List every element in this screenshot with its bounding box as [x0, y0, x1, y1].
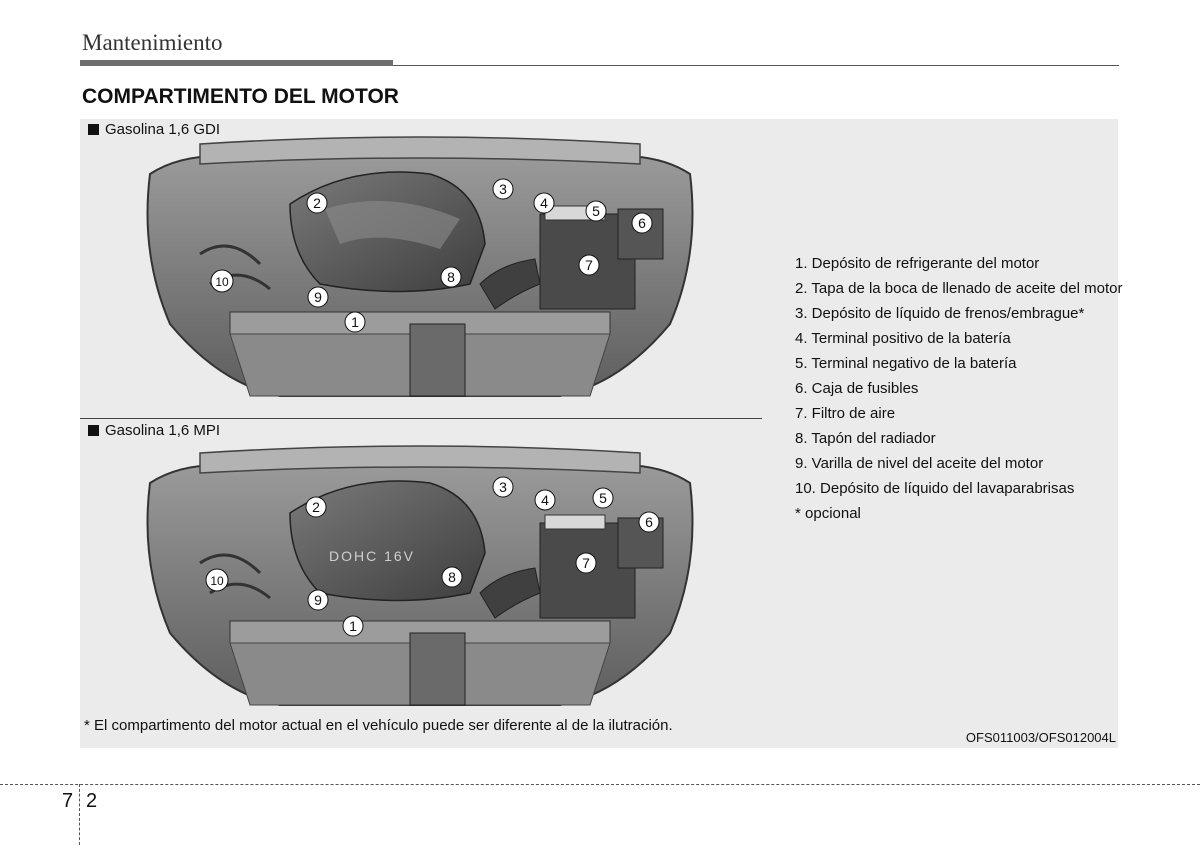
- square-bullet-icon: [88, 124, 99, 135]
- legend-item: 7. Filtro de aire: [795, 405, 896, 422]
- callout-3-label: 3: [499, 181, 507, 197]
- cover-ridge: [325, 201, 460, 249]
- callout-10: 10: [205, 568, 229, 592]
- callout-6: 6: [631, 212, 653, 234]
- callout-6-label: 6: [638, 215, 646, 231]
- legend-item: 8. Tapón del radiador: [795, 430, 936, 447]
- intake-duct: [479, 258, 541, 310]
- callout-9-label: 9: [314, 592, 322, 608]
- variant-divider: [80, 418, 762, 419]
- hood-latch: [409, 632, 466, 706]
- variant-label-gdi: Gasolina 1,6 GDI: [88, 121, 220, 138]
- intake-duct: [479, 567, 541, 619]
- callout-3: 3: [492, 476, 514, 498]
- hood-rim: [199, 445, 641, 474]
- legend-item: 1. Depósito de refrigerante del motor: [795, 255, 1040, 272]
- figure-code: OFS011003/OFS012004L: [965, 730, 1116, 745]
- callout-7-label: 7: [582, 555, 590, 571]
- engine-cover: [289, 480, 486, 602]
- callout-4-label: 4: [540, 195, 548, 211]
- engine-cover-text: DOHC 16V: [329, 548, 415, 564]
- callout-6-label: 6: [645, 514, 653, 530]
- callout-4: 4: [533, 192, 555, 214]
- callout-9: 9: [307, 589, 329, 611]
- callout-10-label: 10: [210, 574, 224, 588]
- footnote: * El compartimento del motor actual en e…: [84, 717, 673, 734]
- footer-dashed-line: [0, 784, 1200, 785]
- callout-1: 1: [342, 615, 364, 637]
- legend-item: * opcional: [795, 505, 861, 522]
- hood-latch: [409, 323, 466, 397]
- callout-2: 2: [306, 192, 328, 214]
- header-rule: [393, 65, 1119, 66]
- callout-10: 10: [210, 269, 234, 293]
- callout-1: 1: [344, 311, 366, 333]
- callout-1-label: 1: [351, 314, 359, 330]
- legend-item: 6. Caja de fusibles: [795, 380, 919, 397]
- legend-item: 9. Varilla de nivel del aceite del motor: [795, 455, 1044, 472]
- callout-8: 8: [440, 266, 462, 288]
- callout-9-label: 9: [314, 289, 322, 305]
- callout-7-label: 7: [585, 257, 593, 273]
- page-number: 2: [86, 790, 98, 812]
- variant-label-text: Gasolina 1,6 GDI: [105, 121, 221, 138]
- callout-8-label: 8: [448, 569, 456, 585]
- legend-item: 4. Terminal positivo de la batería: [795, 330, 1011, 347]
- header-bar: [80, 60, 393, 66]
- callout-9: 9: [307, 286, 329, 308]
- page-heading: COMPARTIMENTO DEL MOTOR: [82, 85, 399, 108]
- legend-item: 5. Terminal negativo de la batería: [795, 355, 1017, 372]
- callout-2-label: 2: [312, 499, 320, 515]
- callout-1-label: 1: [349, 618, 357, 634]
- page-chapter: 7: [62, 790, 74, 812]
- callout-5-label: 5: [599, 490, 607, 506]
- footer-dashed-divider: [79, 784, 80, 845]
- engine-illustration-mpi: DOHC 16V 1 2 3 4 5 6 7 8 9 10: [146, 445, 694, 706]
- callout-5-label: 5: [592, 203, 600, 219]
- callout-3-label: 3: [499, 479, 507, 495]
- callout-10-label: 10: [215, 275, 229, 289]
- legend-item: 10. Depósito de líquido del lavaparabris…: [795, 480, 1075, 497]
- callout-3: 3: [492, 178, 514, 200]
- callout-4-label: 4: [541, 492, 549, 508]
- component-legend: 1. Depósito de refrigerante del motor 2.…: [795, 254, 1125, 529]
- callout-8-label: 8: [447, 269, 455, 285]
- callout-2: 2: [305, 496, 327, 518]
- legend-item: 3. Depósito de líquido de frenos/embragu…: [795, 305, 1085, 322]
- legend-item: 2. Tapa de la boca de llenado de aceite …: [795, 280, 1123, 297]
- callout-2-label: 2: [313, 195, 321, 211]
- callout-8: 8: [441, 566, 463, 588]
- callout-4: 4: [534, 489, 556, 511]
- battery-top: [544, 514, 606, 530]
- callout-7: 7: [575, 552, 597, 574]
- hood-rim: [199, 136, 641, 165]
- callout-5: 5: [592, 487, 614, 509]
- engine-illustration-gdi: 1 2 3 4 5 6 7 8 9 10: [146, 136, 694, 397]
- square-bullet-icon: [88, 425, 99, 436]
- section-title: Mantenimiento: [82, 30, 223, 55]
- callout-5: 5: [585, 200, 607, 222]
- callout-7: 7: [578, 254, 600, 276]
- variant-label-mpi: Gasolina 1,6 MPI: [88, 422, 220, 439]
- variant-label-text: Gasolina 1,6 MPI: [105, 422, 221, 439]
- callout-6: 6: [638, 511, 660, 533]
